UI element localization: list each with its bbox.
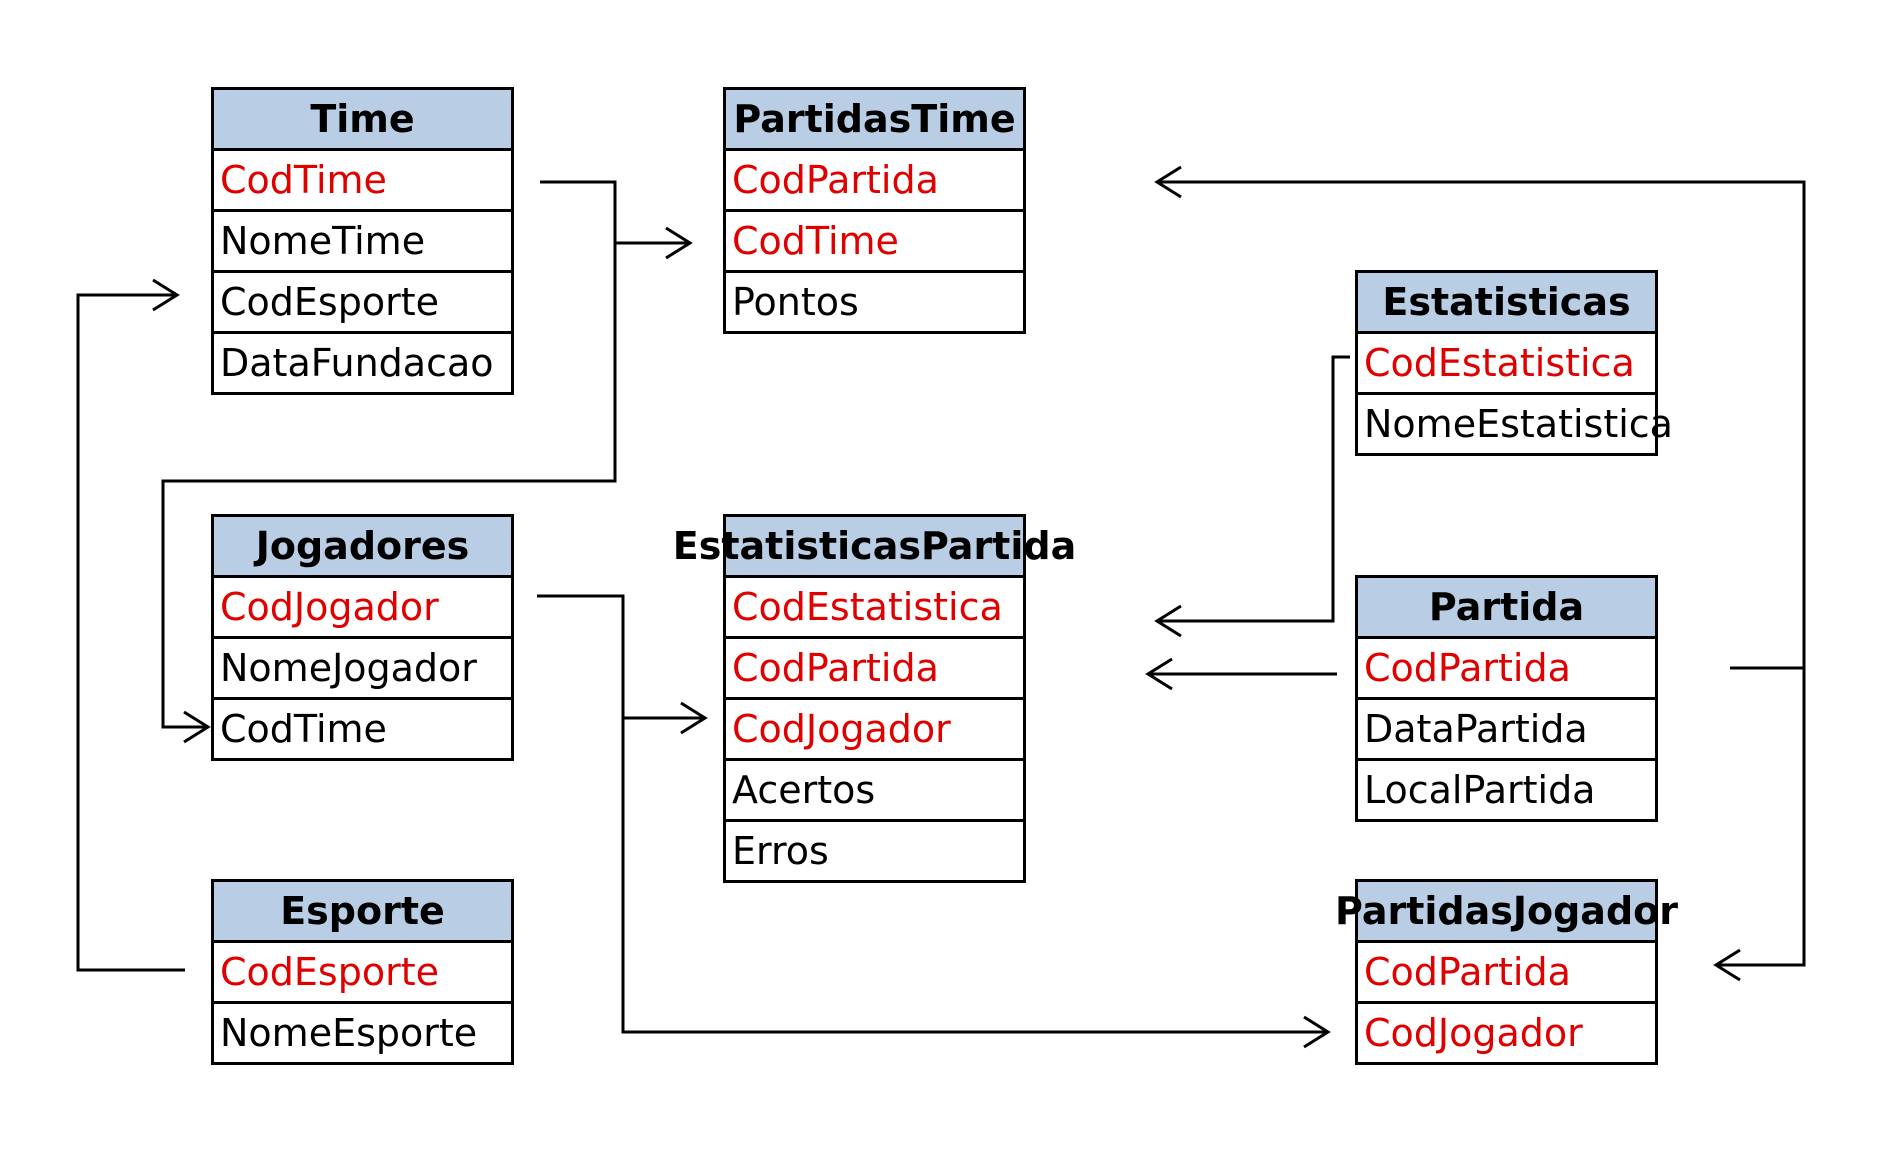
table-field: CodPartida [1358,639,1655,700]
table-field: CodEsporte [214,943,511,1004]
table-title: Time [214,90,511,151]
connector-partida-partidasjogador [1716,668,1806,967]
table-field: CodJogador [726,700,1023,761]
table-field: Erros [732,829,829,873]
table-field: CodEsporte [214,273,511,334]
table-field: CodJogador [214,578,511,639]
table-field: DataFundacao [220,341,494,385]
table-field: CodTime [726,212,1023,273]
arrowhead-partidastime-codpartida [1154,165,1182,199]
table-field: CodTime [214,151,511,212]
table-field: CodJogador [1364,1011,1583,1055]
table-field: CodPartida [726,639,1023,700]
connector-esporte-time [76,293,185,972]
arrowhead-jogadores-codtime [183,710,211,744]
table-title: Estatisticas [1358,273,1655,334]
arrowhead-partidastime-codtime [665,226,693,260]
table-field: CodTime [220,707,387,751]
table-field: Pontos [732,280,859,324]
table-field: CodEstatistica [726,578,1023,639]
table-title: PartidasTime [726,90,1023,151]
arrowhead-partidasjogador-codjogador [1303,1015,1331,1049]
connector-time-jogadores [161,243,617,729]
table-field: DataPartida [1358,700,1655,761]
connector-jogadores-estatisticaspartida [537,594,705,720]
table-title: PartidasJogador [1335,882,1678,943]
arrowhead-time-codesporte [152,278,180,312]
connector-time-partidastime [540,180,690,245]
table-title: Esporte [214,882,511,943]
table-field: NomeJogador [214,639,511,700]
table-field: CodPartida [726,151,1023,212]
table-field: CodEstatistica [1358,334,1655,395]
table-field: LocalPartida [1364,768,1596,812]
connector-estatisticas-estatisticaspartida [1157,355,1350,623]
table-field: NomeEsporte [220,1011,478,1055]
table-field: NomeTime [214,212,511,273]
arrowhead-estatisticaspartida-codjogador [680,701,708,735]
table-field: Acertos [726,761,1023,822]
arrowhead-partidasjogador-codpartida [1713,948,1741,982]
arrowhead-estatisticaspartida-codpartida [1145,657,1173,691]
table-title: Partida [1358,578,1655,639]
table-title: EstatisticasPartida [673,517,1076,578]
table-field: NomeEstatistica [1364,402,1673,446]
table-title: Jogadores [214,517,511,578]
arrowhead-estatisticaspartida-codestatistica [1154,604,1182,638]
table-field: CodPartida [1358,943,1655,1004]
connector-jogadores-partidasjogador [621,718,1328,1034]
connector-partida-partidastime [1157,180,1806,670]
